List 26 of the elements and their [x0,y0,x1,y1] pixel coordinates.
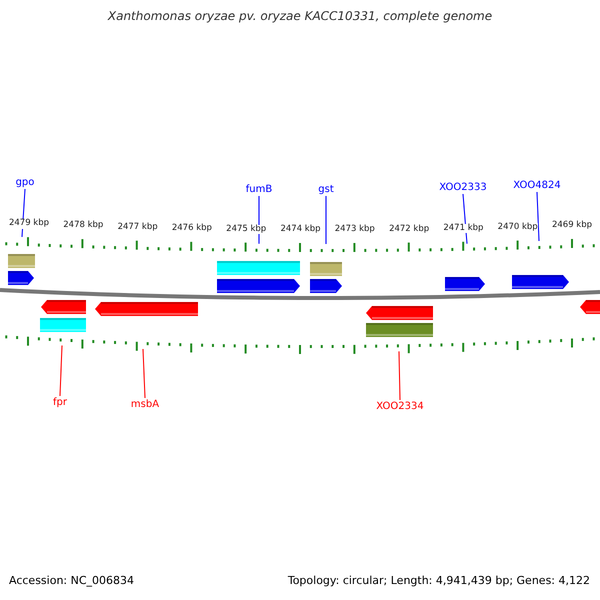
scale-label: 2474 kbp [280,225,321,234]
scale-label: 2469 kbp [552,220,592,230]
footer-text: Accession: NC_006834 [9,575,134,588]
gene-name: msbA [130,399,160,410]
leader-line [60,345,62,396]
scale-label: 2476 kbp [172,224,212,234]
title: Xanthomonas oryzae pv. oryzae KACC10331, complete genome [108,9,492,23]
gene-name: gpo [16,177,34,188]
scale-label: 2472 kbp [389,224,430,234]
leader-line [536,192,540,242]
scale-label: 2479 kbp [8,219,50,229]
footer-text: Topology: circular; Length: 4,941,439 bp; Genes: 4,122 [288,575,590,588]
gene-name: XOO4824 [513,180,561,191]
scale-label: 2478 kbp [63,221,104,230]
gene-name: fpr [53,397,67,408]
gene-name: fumB [246,184,272,195]
leader-line [398,350,400,400]
scale-label: 2471 kbp [443,224,484,234]
scale-label: 2475 kbp [226,224,266,234]
scale-label: 2473 kbp [334,224,375,234]
scale-label: 2477 kbp [118,222,158,232]
leader-line [142,348,146,398]
gene-name: XOO2334 [376,401,424,412]
scale-label: 2470 kbp [498,222,538,232]
gene-name: gst [318,184,334,195]
gene-name: XOO2333 [439,182,487,193]
